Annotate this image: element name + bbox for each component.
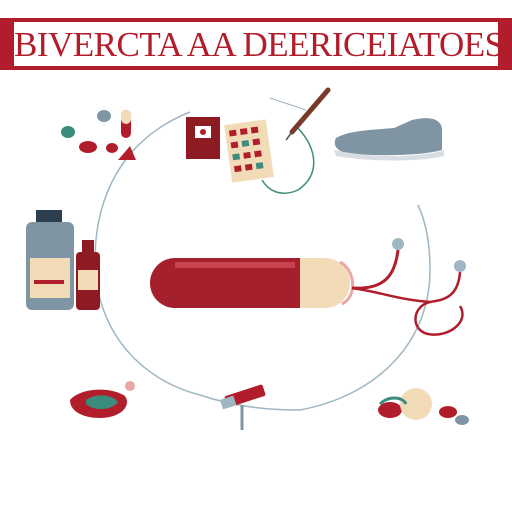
cycle-connector [94, 111, 201, 396]
cycle-connector-bottom [199, 394, 301, 411]
bottle-icon [26, 210, 100, 310]
title-banner-inner: BIVERCTA AA DEERICEIATOES [14, 22, 504, 66]
stethoscope-icon [351, 238, 466, 336]
title-banner: BIVERCTA AA DEERICEIATOES [0, 18, 512, 70]
shoe-icon [334, 118, 444, 161]
pills-icon [61, 110, 136, 160]
inhaler-icon [219, 384, 266, 430]
syringe-icon [261, 87, 331, 194]
capsule-icon [150, 258, 355, 308]
box-icon [186, 117, 220, 159]
tablets-icon [378, 388, 469, 425]
pill-blister-icon [224, 119, 274, 183]
page-title: BIVERCTA AA DEERICEIATOES [14, 25, 504, 64]
candy-icon [70, 381, 135, 418]
